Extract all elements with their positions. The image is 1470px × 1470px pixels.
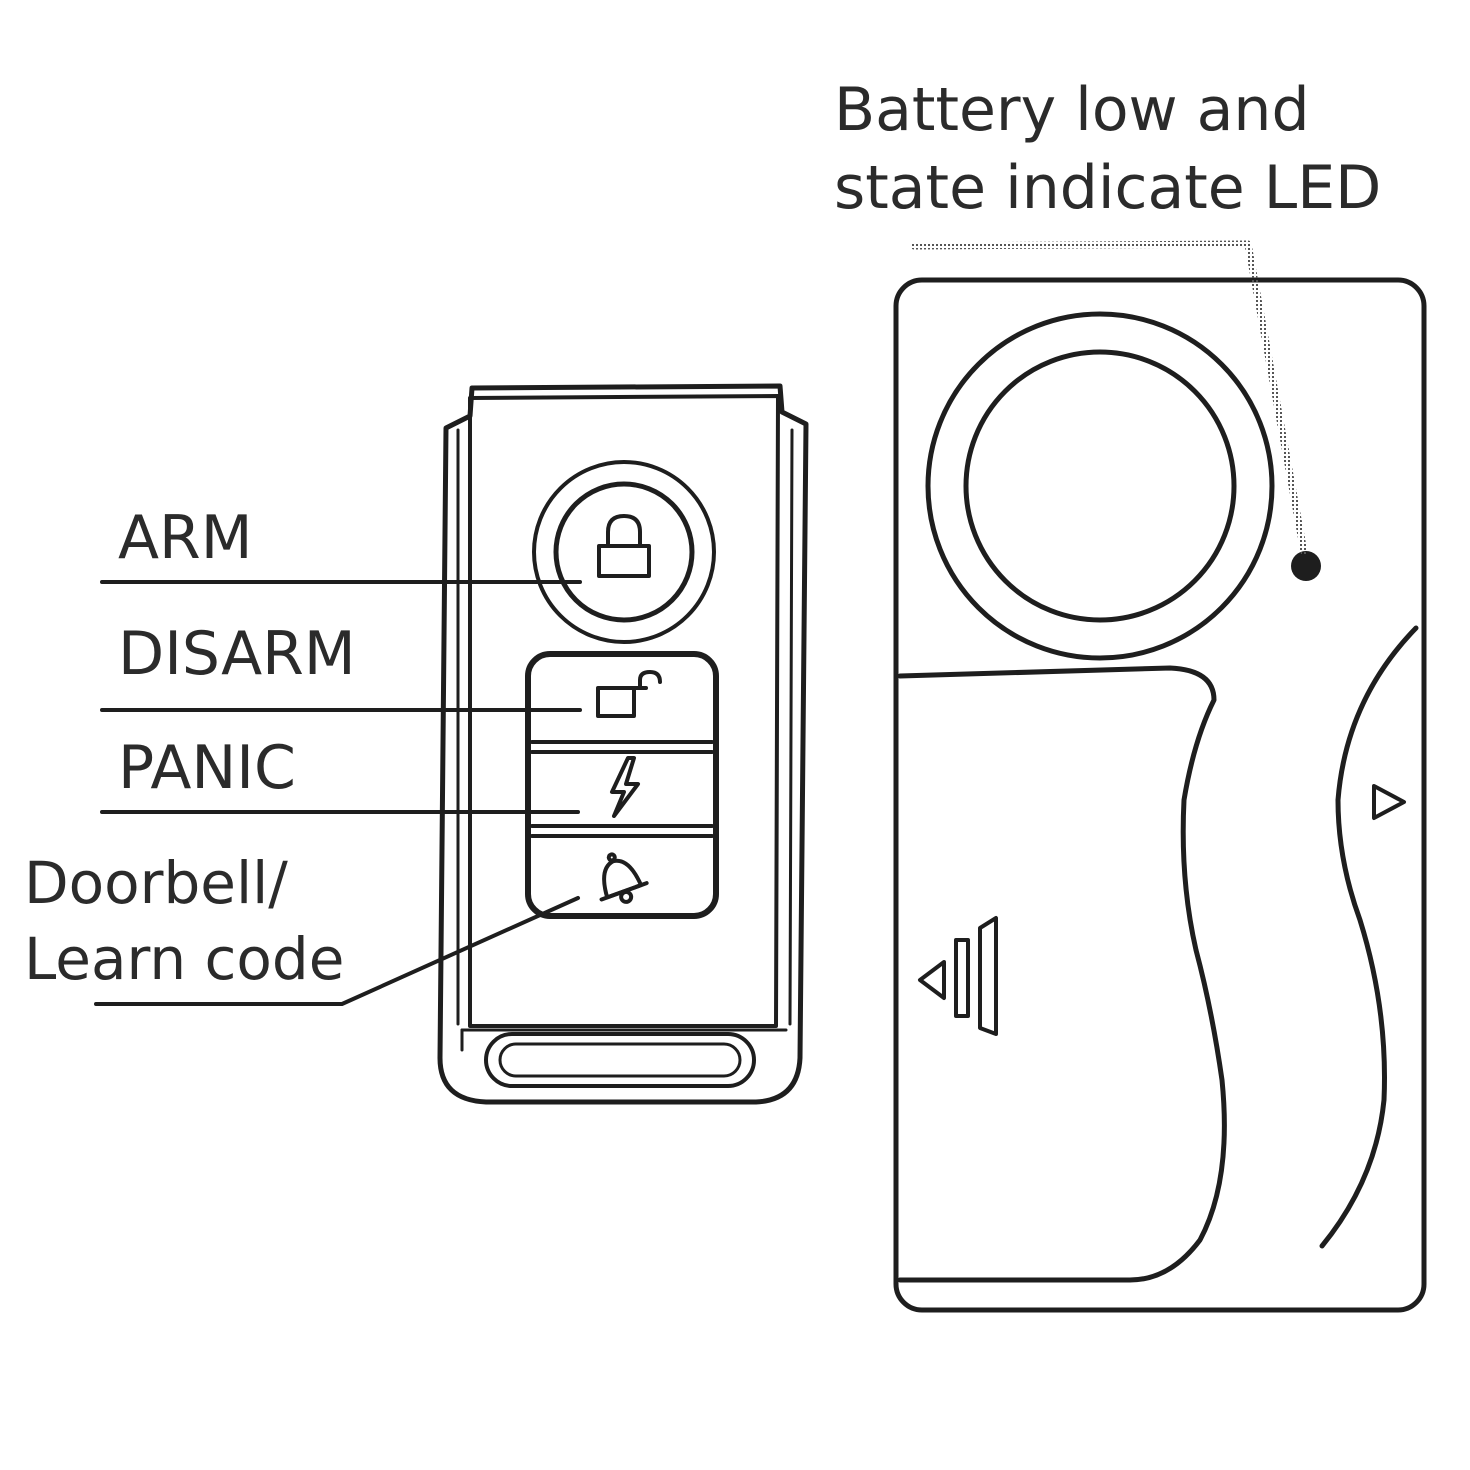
remote-control xyxy=(437,383,809,1105)
panic-label: PANIC xyxy=(118,733,296,803)
battery-cover xyxy=(897,665,1227,1283)
doorbell-label-line2: Learn code xyxy=(24,925,345,993)
alarm-body xyxy=(893,277,1427,1313)
lock-closed-icon xyxy=(597,514,651,578)
panic-button[interactable] xyxy=(532,752,712,826)
lightning-icon xyxy=(610,756,640,818)
disarm-label: DISARM xyxy=(118,619,356,689)
alarm-unit xyxy=(893,240,1427,1313)
arm-button[interactable] xyxy=(532,460,716,644)
button-column xyxy=(525,651,719,919)
remote-bottom-slot xyxy=(484,1032,756,1088)
led-label-line1: Battery low and xyxy=(834,75,1310,145)
remote-outer-shell xyxy=(437,383,809,1105)
lock-open-icon xyxy=(596,670,662,718)
doorbell-leader-line xyxy=(94,896,580,1006)
doorbell-label-line1: Doorbell/ xyxy=(24,849,288,917)
triangle-right-icon xyxy=(1372,784,1406,820)
doorbell-button[interactable] xyxy=(532,836,712,912)
speaker-grille xyxy=(925,311,1275,661)
triangle-left-icon xyxy=(918,916,998,1036)
disarm-button[interactable] xyxy=(532,658,712,742)
led-leader-line xyxy=(910,240,1308,556)
led-label-line2: state indicate LED xyxy=(834,153,1382,223)
status-led xyxy=(1291,551,1321,581)
bell-icon xyxy=(599,852,649,904)
remote-front-face xyxy=(468,394,780,1028)
label-leader-lines xyxy=(94,580,582,1006)
arm-label: ARM xyxy=(118,503,253,573)
alarm-side-edge xyxy=(1319,625,1419,1249)
